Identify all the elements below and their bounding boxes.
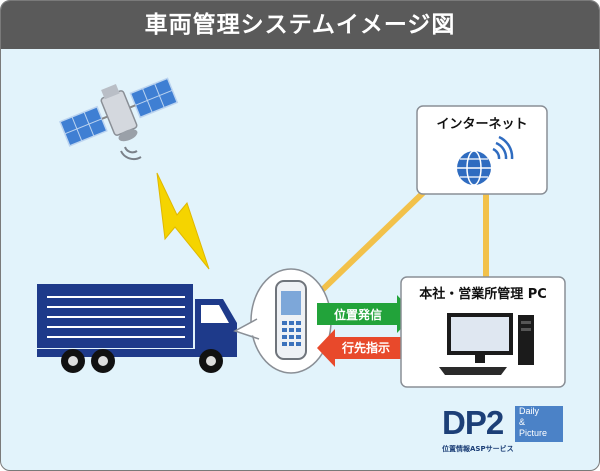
- logo-line-2: &: [519, 417, 526, 427]
- send-arrow-label: 位置発信: [333, 308, 382, 322]
- logo-line-1: Daily: [519, 406, 540, 416]
- truck-icon: [37, 284, 237, 373]
- title-bar: [1, 1, 599, 49]
- office-label: 本社・営業所管理 PC: [419, 287, 547, 302]
- satellite-icon: [59, 77, 179, 161]
- logo-subtitle: 位置情報ASPサービス: [442, 445, 514, 453]
- globe-wifi-icon: [457, 135, 514, 186]
- diagram-title: 車両管理システムイメージ図: [144, 12, 456, 38]
- dp2-logo-badge: Daily & Picture: [515, 406, 563, 442]
- mobile-phone-icon: [233, 268, 332, 374]
- link-phone-internet: [314, 188, 428, 298]
- send-arrow: [317, 295, 415, 333]
- lightning-icon: [156, 172, 210, 270]
- receive-arrow: [317, 329, 405, 367]
- dp2-logo: DP2: [442, 404, 504, 441]
- internet-box: [416, 105, 548, 195]
- logo-line-3: Picture: [519, 428, 548, 438]
- desktop-pc-icon: [439, 313, 534, 375]
- internet-label: インターネット: [436, 117, 528, 132]
- receive-arrow-label: 行先指示: [341, 341, 390, 355]
